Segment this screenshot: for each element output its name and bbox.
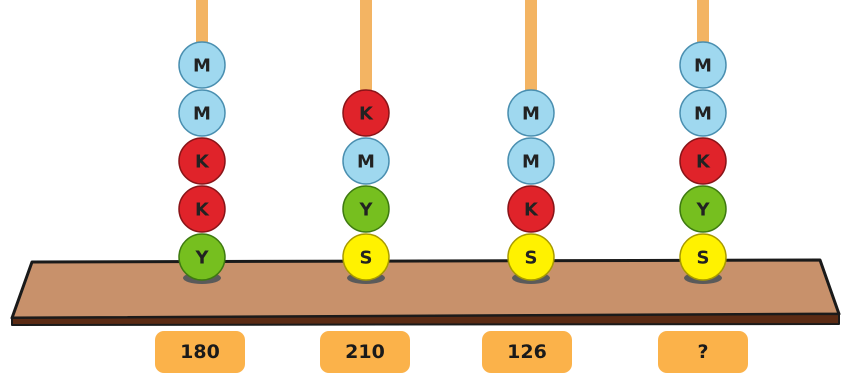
bead-circle xyxy=(342,233,390,281)
bead-letter: M xyxy=(357,152,375,173)
bead-circle xyxy=(507,89,555,137)
bead-circle xyxy=(507,185,555,233)
bead-letter: S xyxy=(525,248,538,269)
board-front-edge xyxy=(11,313,840,326)
rods-layer xyxy=(196,0,709,113)
bead-circle xyxy=(679,185,727,233)
bead-k: K xyxy=(342,89,390,137)
bead-m: M xyxy=(342,137,390,185)
bead-m: M xyxy=(507,89,555,137)
bead-m: M xyxy=(507,137,555,185)
bead-letter: Y xyxy=(194,248,209,269)
bead-k: K xyxy=(679,137,727,185)
bead-circle xyxy=(679,89,727,137)
bead-m: M xyxy=(178,41,226,89)
bead-letter: Y xyxy=(695,200,710,221)
bead-circle xyxy=(679,41,727,89)
bead-k: K xyxy=(178,137,226,185)
bead-s: S xyxy=(679,233,727,281)
bead-circle xyxy=(178,185,226,233)
bead-letter: M xyxy=(694,104,712,125)
bead-circle xyxy=(342,89,390,137)
bead-y: Y xyxy=(178,233,226,281)
bead-letter: K xyxy=(696,152,711,173)
bead-letter: K xyxy=(195,200,210,221)
bead-letter: K xyxy=(359,104,374,125)
bead-letter: M xyxy=(193,104,211,125)
rod-3-value-label: 126 xyxy=(482,331,572,373)
bead-circle xyxy=(679,137,727,185)
bead-letter: M xyxy=(193,56,211,77)
bead-circle xyxy=(178,233,226,281)
bead-letter: M xyxy=(694,56,712,77)
rod-2-value-label: 210 xyxy=(320,331,410,373)
bead-m: M xyxy=(178,89,226,137)
bead-k: K xyxy=(507,185,555,233)
bead-circle xyxy=(507,137,555,185)
bead-m: M xyxy=(679,41,727,89)
bead-s: S xyxy=(507,233,555,281)
rod-2 xyxy=(360,0,372,113)
bead-s: S xyxy=(342,233,390,281)
bead-letter: M xyxy=(522,104,540,125)
wooden-board xyxy=(10,258,841,326)
bead-k: K xyxy=(178,185,226,233)
bead-letter: K xyxy=(195,152,210,173)
rod-1-value-label: 180 xyxy=(155,331,245,373)
bead-circle xyxy=(178,41,226,89)
bead-circle xyxy=(178,89,226,137)
bead-y: Y xyxy=(679,185,727,233)
rod-4-value-label: ? xyxy=(658,331,748,373)
bead-circle xyxy=(342,185,390,233)
bead-letter: M xyxy=(522,152,540,173)
bead-letter: K xyxy=(524,200,539,221)
bead-m: M xyxy=(679,89,727,137)
bead-circle xyxy=(679,233,727,281)
rod-3 xyxy=(525,0,537,113)
beads-layer: M M K K Y K M Y S M M K S M M K Y S xyxy=(178,41,727,284)
bead-circle xyxy=(507,233,555,281)
bead-letter: S xyxy=(697,248,710,269)
bead-circle xyxy=(178,137,226,185)
bead-letter: S xyxy=(360,248,373,269)
bead-circle xyxy=(342,137,390,185)
bead-y: Y xyxy=(342,185,390,233)
bead-letter: Y xyxy=(358,200,373,221)
